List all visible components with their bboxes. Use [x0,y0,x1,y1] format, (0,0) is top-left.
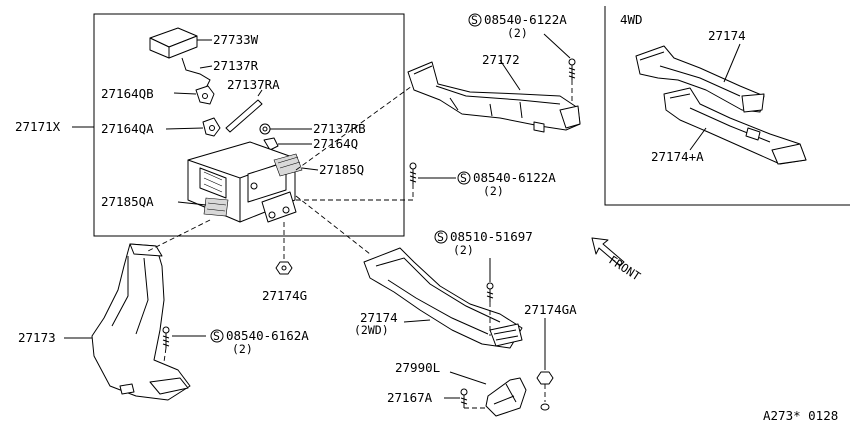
bolt-b1-number: 08540-6122A [484,12,567,27]
duct-27174-2wd[interactable] [363,247,523,349]
label-27164q[interactable]: 27164Q [313,136,358,151]
bolt-callout-b4[interactable]: S 08540-6162A (2) [210,328,309,356]
bolt-b2-screw[interactable] [409,162,417,184]
bolt-b3-symbol: S [437,230,444,244]
inset-title-4wd: 4WD [620,12,643,27]
assembly-line-9 [163,347,167,363]
label-27174g[interactable]: 27174G [262,288,307,303]
label-27137r[interactable]: 27137R [213,58,259,73]
bolt-b1-screw[interactable] [568,58,576,80]
actuator-27164qb[interactable] [195,85,215,105]
bolt-b3-screw[interactable] [486,282,494,302]
clip-27137rb[interactable] [259,123,271,135]
seal-27185q[interactable] [273,153,303,177]
label-27164qa[interactable]: 27164QA [101,121,154,136]
s-symbol-icon [457,171,471,185]
nut-27174ga[interactable] [536,371,554,411]
bolt-b2-qty: (2) [483,184,504,198]
label-27171x[interactable]: 27171X [15,119,61,134]
screw-27167a[interactable] [460,388,468,408]
nut-27174g[interactable] [275,261,293,275]
label-27137ra[interactable]: 27137RA [227,77,280,92]
front-arrow-icon [591,237,625,267]
label-27990l[interactable]: 27990L [395,360,440,375]
duct-27174a-4wd[interactable] [663,87,807,165]
label-27137rb[interactable]: 27137RB [313,121,366,136]
label-27167a[interactable]: 27167A [387,390,433,405]
rod-27137ra[interactable] [225,99,263,133]
link-27164qa[interactable] [202,117,221,137]
bolt-b4-symbol: S [213,329,220,343]
label-27174ga[interactable]: 27174GA [524,302,577,317]
seal-27185qa[interactable] [203,197,229,217]
bolt-b3-qty: (2) [453,243,474,257]
label-27174-2wd[interactable]: 27174 [360,310,398,325]
bolt-b1-qty: (2) [507,26,528,40]
label-27172[interactable]: 27172 [482,52,520,67]
duct-27174-4wd[interactable] [635,45,765,113]
duct-27172[interactable] [407,61,581,133]
label-27733w[interactable]: 27733W [213,32,259,47]
lever-27164q[interactable] [263,137,279,151]
inset-4wd-frame [604,6,850,206]
bolt-b1-symbol: S [471,13,478,27]
assembly-line-4 [145,219,211,253]
label-27164qb[interactable]: 27164QB [101,86,154,101]
ecu-module[interactable] [149,27,198,59]
catalog-code: A273* 0128 [763,408,838,423]
bolt-callout-b2[interactable]: S 08540-6122A (2) [457,170,556,198]
label-27174-2wd-note: (2WD) [354,323,389,337]
label-27174a[interactable]: 27174+A [651,149,704,164]
bracket-27990l[interactable] [485,377,527,417]
bolt-b3-number: 08510-51697 [450,229,533,244]
label-27173[interactable]: 27173 [18,330,56,345]
s-symbol-icon [210,329,224,343]
bolt-b2-symbol: S [460,171,467,185]
assembly-line-2 [295,195,371,255]
bolt-b4-screw[interactable] [162,326,170,348]
front-label: FRONT [606,253,643,284]
bolt-callout-b1[interactable]: S 08540-6122A (2) [468,12,567,40]
duct-27173[interactable] [91,243,191,401]
bolt-b4-number: 08540-6162A [226,328,309,343]
label-27174-4wd[interactable]: 27174 [708,28,746,43]
bolt-b2-number: 08540-6122A [473,170,556,185]
bolt-b4-qty: (2) [232,342,253,356]
s-symbol-icon [434,230,448,244]
label-27185q[interactable]: 27185Q [319,162,364,177]
s-symbol-icon [468,13,482,27]
label-27185qa[interactable]: 27185QA [101,194,154,209]
heater-unit-frame [93,13,405,237]
bolt-callout-b3[interactable]: S 08510-51697 (2) [434,229,533,257]
